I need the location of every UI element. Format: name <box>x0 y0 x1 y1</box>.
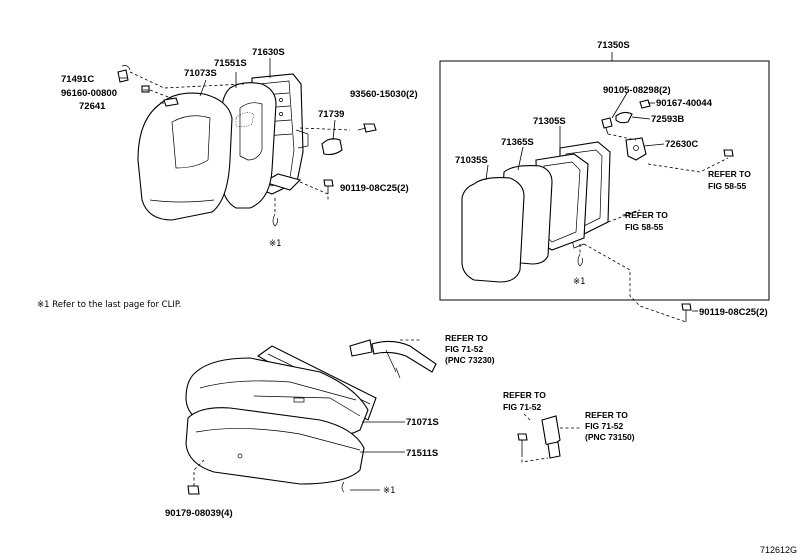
diagram-code: 712612G <box>760 545 797 555</box>
bolt-90119-upper <box>323 179 334 194</box>
seat-cushion-leaders <box>193 339 580 491</box>
refer-block-r1: REFER TO FIG 58-55 <box>708 169 751 191</box>
svg-text:(PNC 73150): (PNC 73150) <box>585 432 635 442</box>
svg-text:FIG 71-52: FIG 71-52 <box>445 344 484 354</box>
label-90179-08039: 90179-08039(4) <box>165 508 233 519</box>
svg-text:REFER TO: REFER TO <box>708 169 751 179</box>
bolt-90119-lower <box>681 303 698 322</box>
seat-back-cover <box>137 92 233 221</box>
seat-belt-upper <box>349 339 437 379</box>
label-71630S: 71630S <box>252 47 285 58</box>
bolt-93560 <box>357 123 377 133</box>
refer-block-r5: REFER TO FIG 71-52 (PNC 73150) <box>585 410 635 442</box>
refer-block-r3: REFER TO FIG 71-52 (PNC 73230) <box>445 333 495 365</box>
rear-back-cushion <box>461 177 525 283</box>
clip-mark-3: ※1 <box>383 486 396 496</box>
seat-cushion-assembly <box>185 339 561 495</box>
svg-text:FIG 58-55: FIG 58-55 <box>708 181 747 191</box>
label-72593B: 72593B <box>651 114 684 125</box>
bolt-rear-frame <box>723 149 734 157</box>
label-90167-40044: 90167-40044 <box>656 98 713 109</box>
clip-hook-1 <box>272 213 279 227</box>
svg-text:REFER TO: REFER TO <box>585 410 628 420</box>
label-90119-08C25-lower: 90119-08C25(2) <box>699 307 768 318</box>
svg-text:FIG 71-52: FIG 71-52 <box>585 421 624 431</box>
svg-text:REFER TO: REFER TO <box>503 390 546 400</box>
clip-hook-2 <box>577 253 584 267</box>
recliner-knob <box>321 138 343 156</box>
label-71350S: 71350S <box>597 40 630 51</box>
label-71739: 71739 <box>318 109 344 120</box>
label-90119-08C25-upper: 90119-08C25(2) <box>340 183 409 194</box>
label-72641: 72641 <box>79 101 106 112</box>
bolt-90179 <box>187 485 200 495</box>
label-93560-15030: 93560-15030(2) <box>350 89 418 100</box>
clip-90167 <box>639 99 651 109</box>
label-71035S: 71035S <box>455 155 488 166</box>
svg-text:FIG 71-52: FIG 71-52 <box>503 402 542 412</box>
clip-mark-2: ※1 <box>573 277 586 287</box>
headrest-guide-clips <box>117 65 179 107</box>
seat-back-leaders <box>120 58 351 214</box>
label-90105-08298: 90105-08298(2) <box>603 85 671 96</box>
clip-hook-3 <box>341 481 345 493</box>
rear-back-leaders <box>485 92 729 323</box>
label-71491C: 71491C <box>61 74 94 85</box>
label-71071S: 71071S <box>406 417 439 428</box>
svg-text:REFER TO: REFER TO <box>625 210 668 220</box>
clip-note: ※1 Refer to the last page for CLIP. <box>37 300 181 310</box>
lock-72630C <box>625 137 647 161</box>
rear-seat-back-assembly <box>461 99 734 283</box>
svg-text:(PNC 73230): (PNC 73230) <box>445 355 495 365</box>
refer-block-r4: REFER TO FIG 71-52 <box>503 390 546 412</box>
svg-text:FIG 58-55: FIG 58-55 <box>625 222 664 232</box>
seat-back-assembly <box>117 65 377 227</box>
label-72630C: 72630C <box>665 139 698 150</box>
seat-belt-lower <box>517 415 561 459</box>
part-72593B <box>615 111 633 124</box>
label-71511S: 71511S <box>406 448 438 459</box>
bolt-90105 <box>601 117 613 135</box>
svg-text:REFER TO: REFER TO <box>445 333 488 343</box>
label-96160-00800: 96160-00800 <box>61 88 117 99</box>
refer-block-r2: REFER TO FIG 58-55 <box>625 210 668 232</box>
label-71365S: 71365S <box>501 137 534 148</box>
assembly-box-71350S <box>439 60 770 301</box>
seat-cushion-pad <box>185 407 365 485</box>
label-71305S: 71305S <box>533 116 566 127</box>
label-71073S: 71073S <box>184 68 217 79</box>
label-71551S: 71551S <box>214 58 247 69</box>
clip-mark-1: ※1 <box>269 239 282 249</box>
